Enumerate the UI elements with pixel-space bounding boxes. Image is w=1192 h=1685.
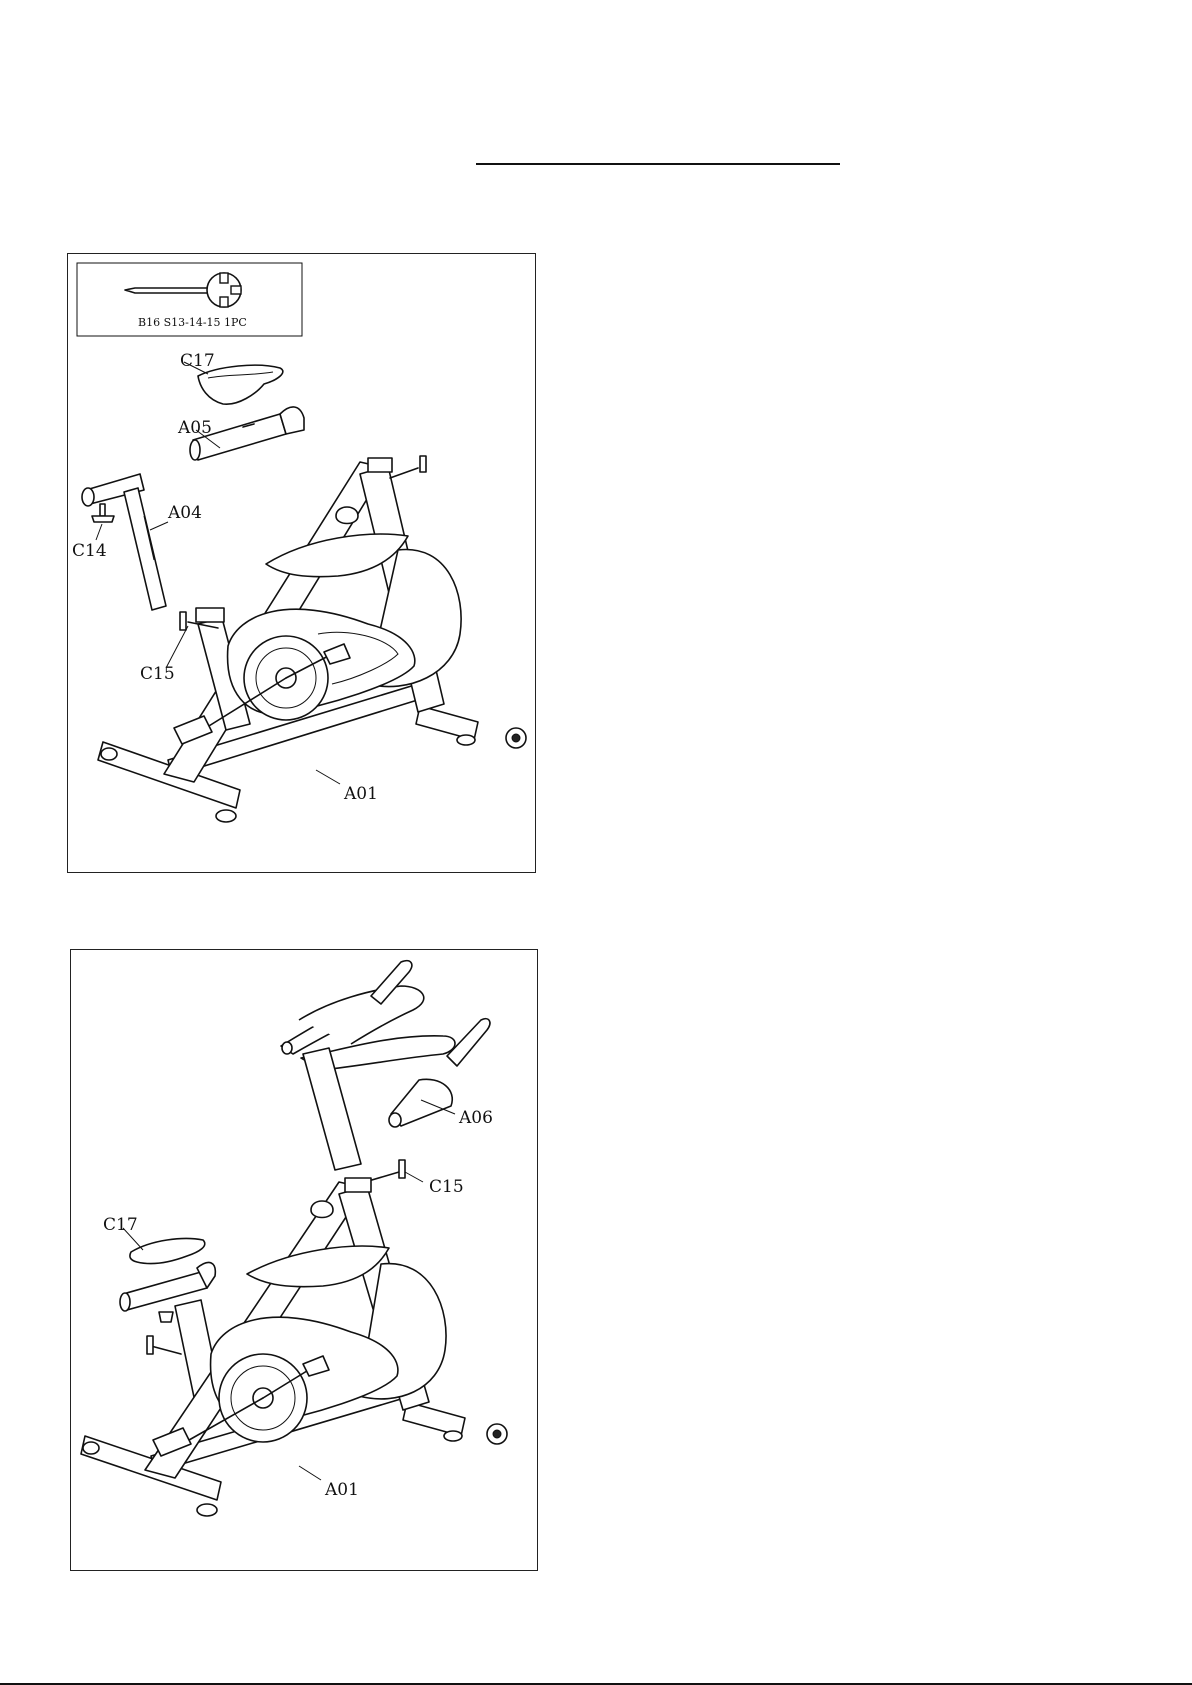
bike-frame: C15 A01: [98, 456, 526, 822]
label-a04: A04: [167, 503, 202, 523]
label-c14: C14: [72, 541, 107, 561]
saddle-part: C17: [180, 351, 283, 404]
tool-caption: B16 S13-14-15 1PC: [138, 316, 247, 329]
label-a01: A01: [324, 1480, 359, 1500]
c14-knob-part: [92, 504, 114, 522]
label-a01: A01: [343, 784, 378, 804]
handlebar-part: A06: [281, 961, 493, 1170]
label-a06: A06: [458, 1108, 493, 1128]
assembly-figure-step-2: A06 C15 C17: [70, 949, 538, 1571]
c15-knob-part: C15: [365, 1160, 464, 1197]
title-underline: [476, 163, 840, 165]
label-c15: C15: [140, 664, 175, 684]
seat-post-part: A04 C14: [72, 474, 202, 610]
wrench-tool-icon: [125, 273, 241, 307]
saddle-part: C17: [103, 1215, 221, 1402]
label-c15: C15: [429, 1177, 464, 1197]
tool-inset: B16 S13-14-15 1PC: [77, 263, 302, 336]
label-c17: C17: [103, 1215, 138, 1235]
label-a05: A05: [177, 418, 212, 438]
bike-diagram-step-2: A06 C15 C17: [71, 950, 539, 1572]
bike-frame: A01: [81, 1178, 507, 1516]
assembly-figure-step-1: B16 S13-14-15 1PC C17 A05 A04: [67, 253, 536, 873]
label-c17: C17: [180, 351, 215, 371]
c15-knob-front: [390, 456, 426, 478]
seat-slider-part: A05: [177, 407, 304, 460]
bike-diagram-step-1: B16 S13-14-15 1PC C17 A05 A04: [68, 254, 537, 874]
